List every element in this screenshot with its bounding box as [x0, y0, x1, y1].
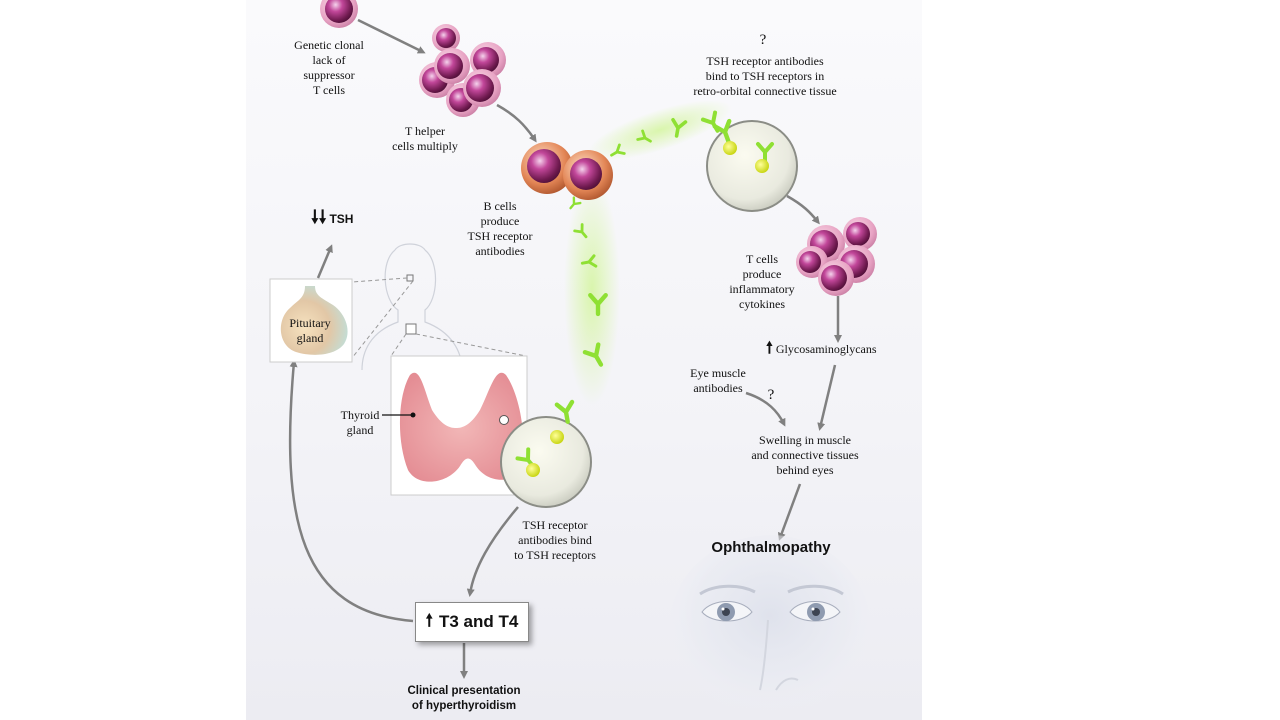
antibody-glow — [564, 100, 732, 405]
pituitary-inset — [269, 278, 353, 363]
suppressor-t-cell — [320, 0, 358, 28]
human-silhouette — [361, 243, 463, 371]
label-ophthalmopathy: Ophthalmopathy — [711, 539, 831, 556]
up-arrow-icon: 🠕 — [425, 610, 433, 631]
label-tsh: 🠗🠗 TSH — [311, 207, 354, 228]
t-helper-cell-cluster — [419, 24, 506, 117]
pituitary-marker — [406, 274, 414, 282]
retro-orbital-receptor-circle — [706, 121, 798, 212]
up-arrow-icon: 🠕 — [766, 338, 773, 357]
thyroid-receptor-circle — [500, 402, 592, 508]
thyroid-pointer — [382, 412, 416, 418]
t3-t4-box: 🠕 T3 and T4 — [415, 602, 529, 642]
t3-t4-label: T3 and T4 — [438, 612, 519, 631]
question-mark-eye: ? — [767, 387, 775, 403]
double-down-arrow-icon: 🠗🠗 — [311, 207, 327, 228]
thyroid-marker — [405, 323, 417, 335]
label-glycosaminoglycans: 🠕 Glycosaminoglycans — [766, 338, 877, 357]
t-cells-cytokine-cluster — [796, 217, 877, 296]
eyes-illustration — [670, 535, 870, 715]
question-mark-top: ? — [759, 32, 767, 48]
b-cells — [521, 142, 613, 200]
pathway-arrows — [288, 18, 842, 679]
